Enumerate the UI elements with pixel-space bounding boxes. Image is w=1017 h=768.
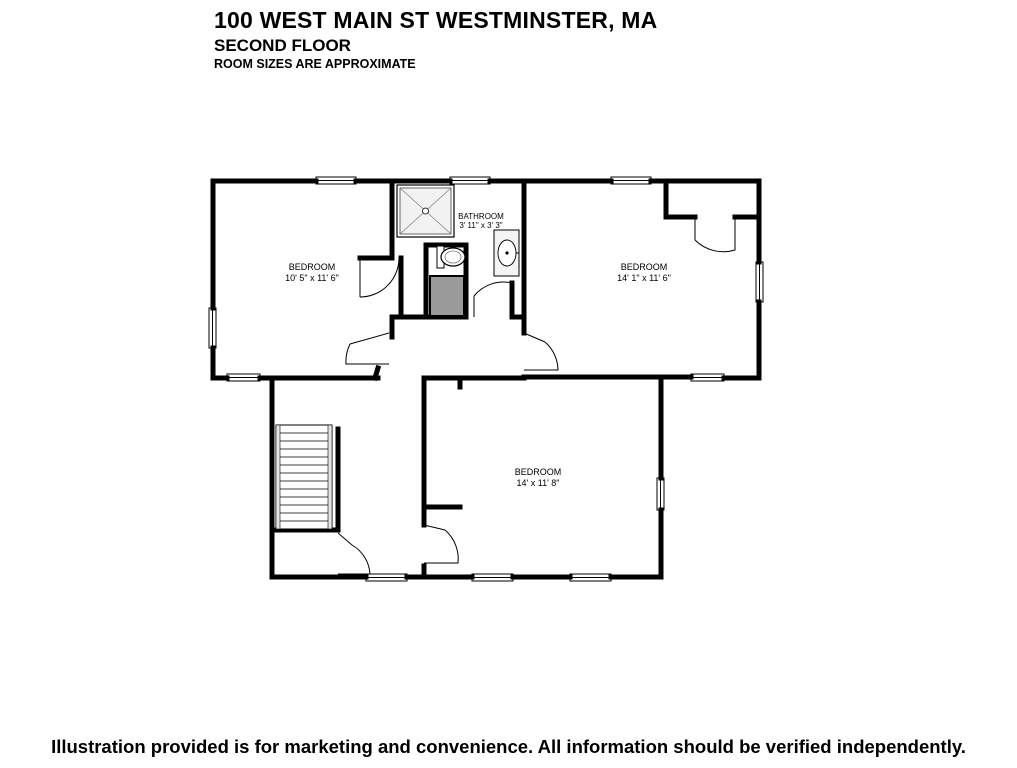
sink [493, 229, 520, 277]
floor-plan: BEDROOM 10' 5" x 11' 6" BATHROOM 3' 11" … [208, 176, 764, 582]
window [471, 573, 514, 582]
staircase [275, 424, 333, 530]
window [449, 176, 491, 185]
window [208, 307, 217, 349]
toilet [436, 245, 466, 269]
room-name: BEDROOM [289, 262, 336, 272]
room-size: 14' x 11' 8" [517, 478, 560, 488]
room-name: BATHROOM [458, 212, 504, 221]
room-name: BEDROOM [621, 262, 668, 272]
room-label: BEDROOM 10' 5" x 11' 6" [285, 262, 339, 283]
window [610, 176, 652, 185]
room-label: BEDROOM 14' x 11' 8" [515, 467, 562, 488]
room-size: 3' 11" x 3' 3" [459, 221, 502, 230]
approximate-note: ROOM SIZES ARE APPROXIMATE [214, 57, 416, 71]
doors [337, 217, 736, 575]
window [365, 573, 408, 582]
door [359, 257, 400, 298]
door [473, 281, 513, 317]
shower [396, 184, 455, 238]
window [226, 373, 261, 382]
room-name: BEDROOM [515, 467, 562, 477]
window [755, 261, 764, 303]
door [423, 524, 459, 564]
disclaimer-footer: Illustration provided is for marketing a… [51, 736, 966, 757]
window [315, 176, 357, 185]
door [523, 332, 559, 371]
floor-label: SECOND FLOOR [214, 36, 351, 55]
window [690, 373, 725, 382]
room-label: BATHROOM 3' 11" x 3' 3" [458, 212, 504, 230]
window [656, 477, 665, 511]
room-size: 10' 5" x 11' 6" [285, 273, 339, 283]
door [694, 217, 736, 253]
room-label: BEDROOM 14' 1" x 11' 6" [617, 262, 671, 283]
walls [210, 178, 762, 580]
closet [429, 275, 465, 317]
door [337, 532, 371, 575]
door [345, 332, 390, 365]
window [569, 573, 612, 582]
room-size: 14' 1" x 11' 6" [617, 273, 671, 283]
property-address-title: 100 WEST MAIN ST WESTMINSTER, MA [214, 7, 658, 33]
